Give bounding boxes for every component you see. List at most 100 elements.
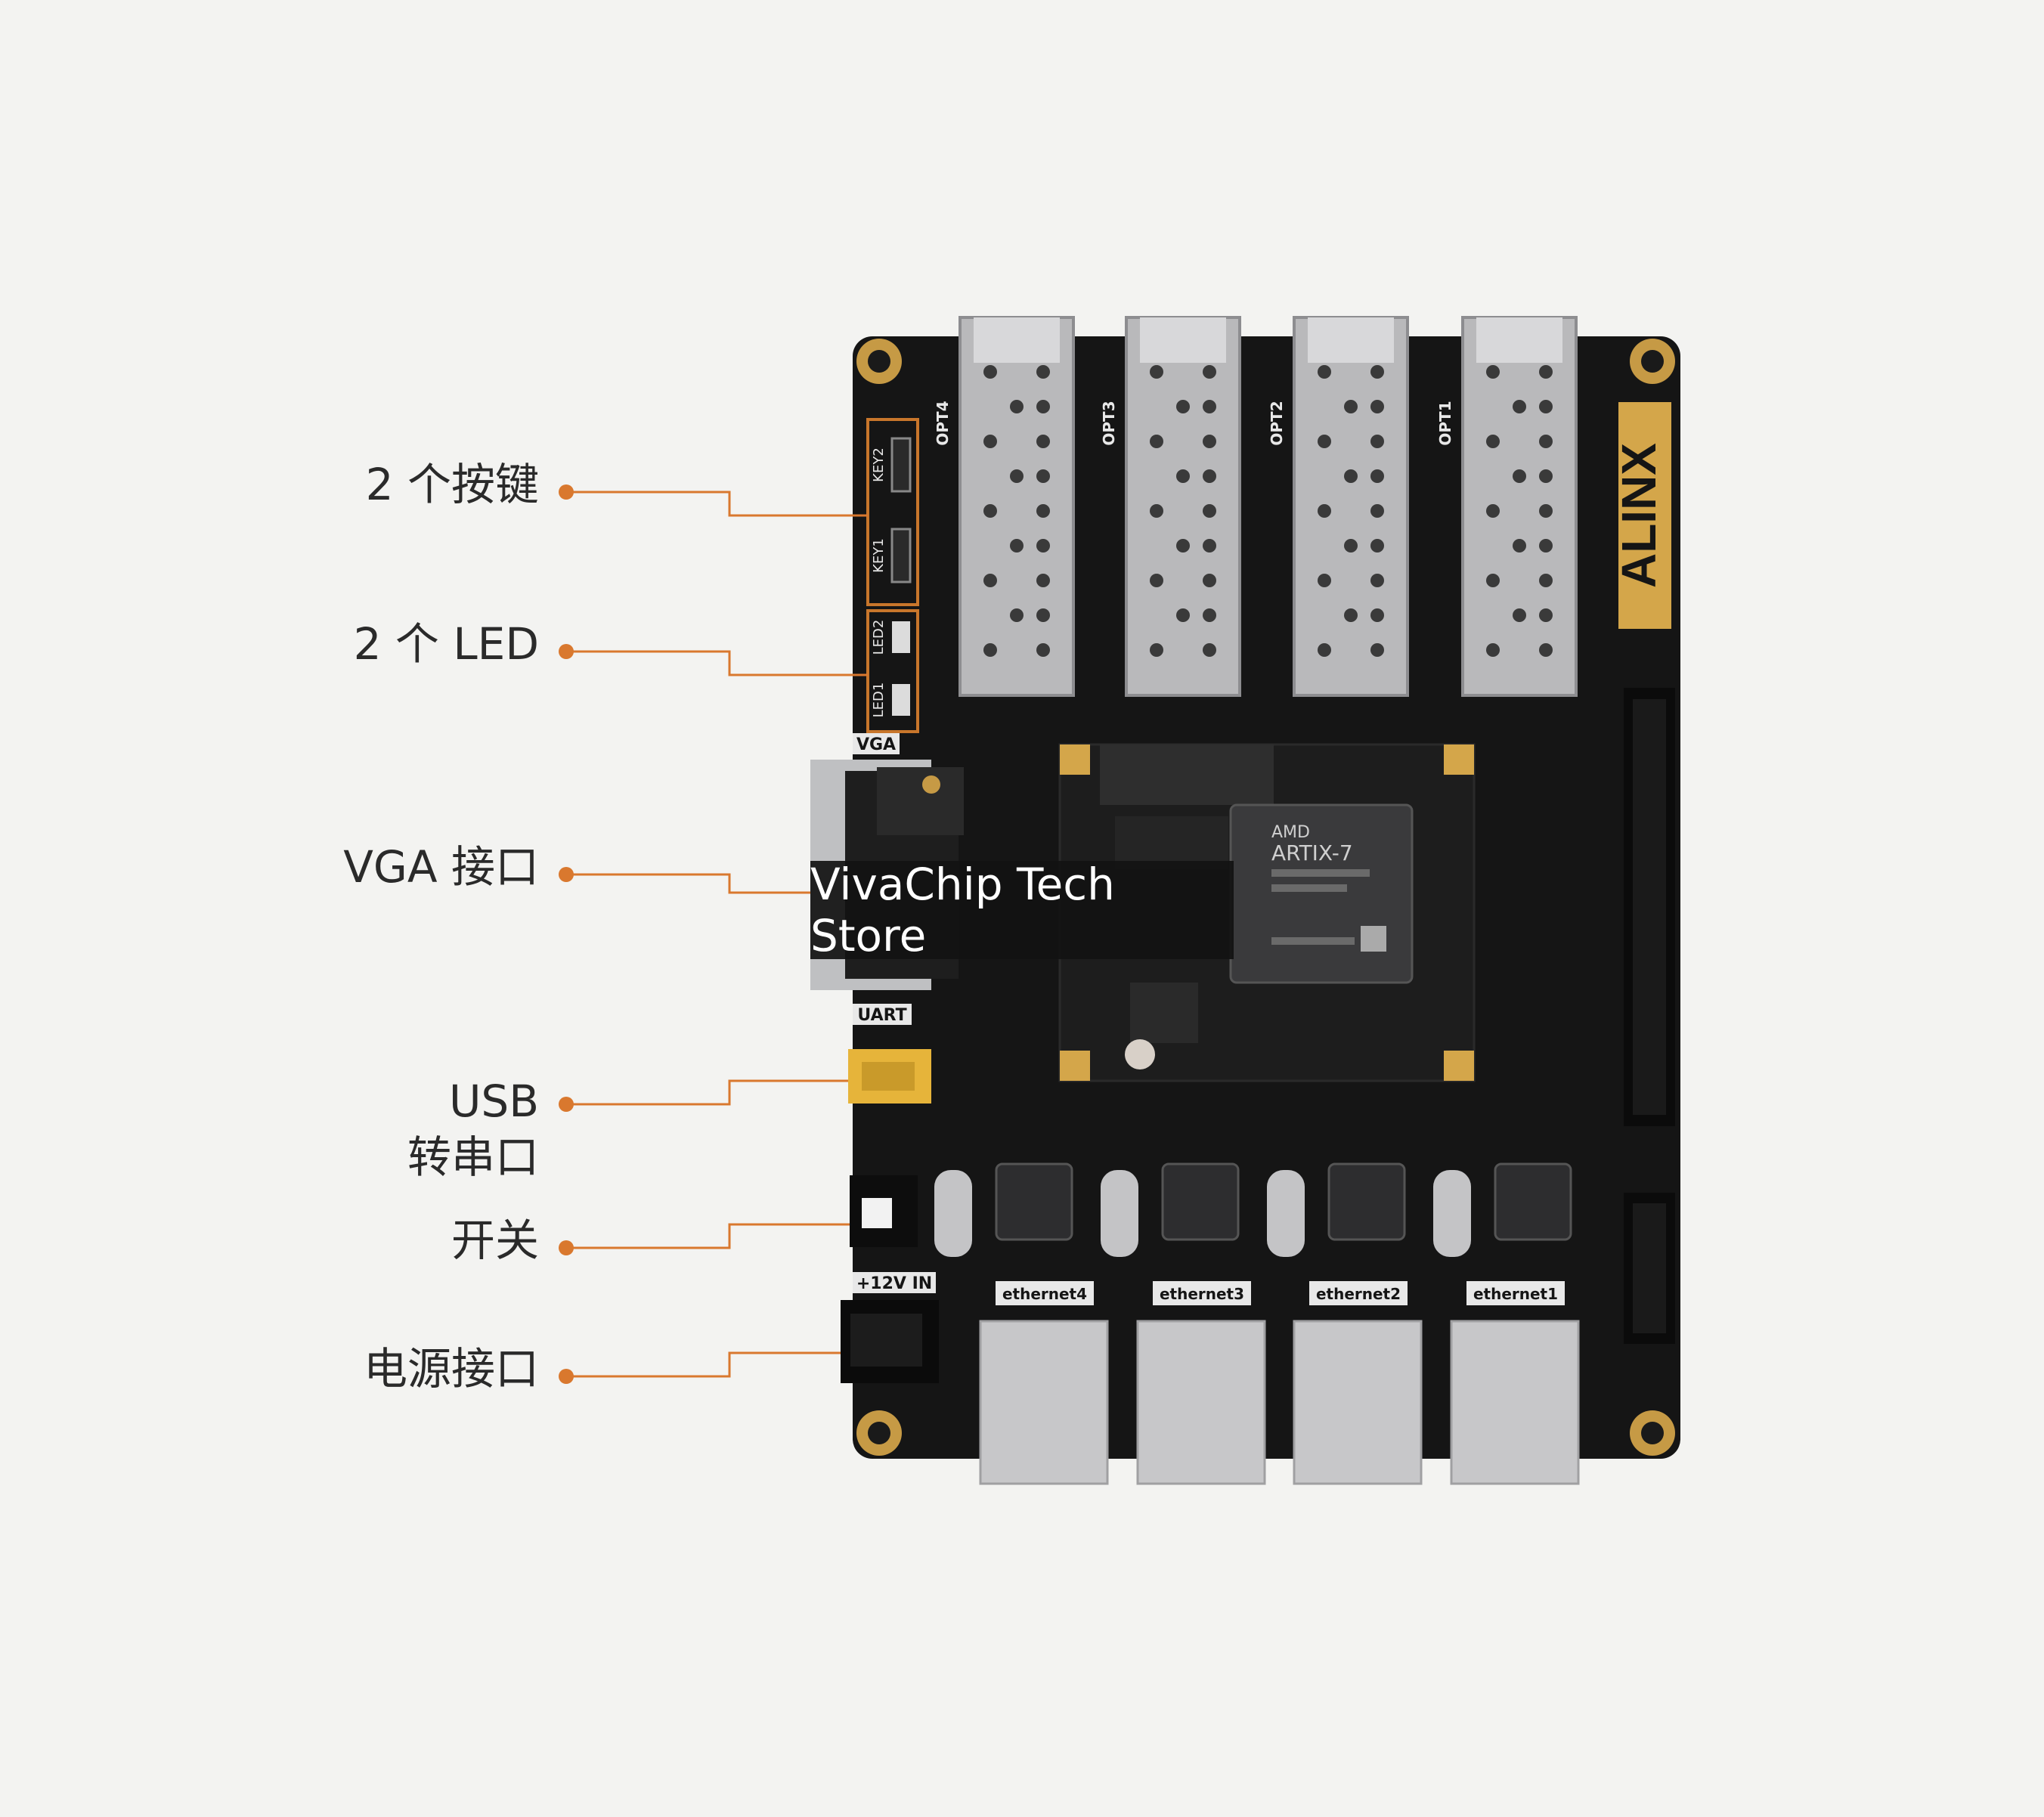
crystal <box>1433 1170 1471 1257</box>
sfp-label: OPT3 <box>1100 401 1118 445</box>
sfp-latch <box>1308 317 1394 363</box>
sfp-vent <box>1486 365 1500 379</box>
sfp-vent <box>1344 400 1358 413</box>
key-label: KEY2 <box>871 447 887 482</box>
key-1 <box>890 528 912 583</box>
sfp-vent <box>1539 608 1553 622</box>
sfp-vent <box>1203 400 1216 413</box>
sfp-vent <box>983 504 997 518</box>
sfp-vent <box>1370 400 1384 413</box>
mounting-hole <box>868 1422 890 1444</box>
vga-silkscreen: VGA <box>856 735 896 754</box>
sfp-latch <box>974 317 1060 363</box>
sfp-vent <box>1318 643 1331 657</box>
sfp-vent <box>1036 400 1050 413</box>
sfp-vent <box>1513 608 1526 622</box>
sfp-vent <box>1539 539 1553 553</box>
brand-logo-text: ALINX <box>1612 443 1666 588</box>
power-jack <box>841 1300 939 1383</box>
callout-dot <box>559 867 574 882</box>
sfp-vent <box>1344 469 1358 483</box>
sfp-vent <box>1318 504 1331 518</box>
pin-header-12 <box>1624 1193 1675 1344</box>
chip-model: ARTIX-7 <box>1271 840 1353 865</box>
sfp-vent <box>1036 469 1050 483</box>
sfp-vent <box>1203 574 1216 587</box>
sfp-vent <box>1150 574 1163 587</box>
callout-connector <box>566 1079 848 1106</box>
sfp-vent <box>1176 608 1190 622</box>
crystal <box>1101 1170 1138 1257</box>
sfp-vent <box>1150 435 1163 448</box>
sfp-vent <box>1203 435 1216 448</box>
usb-connector <box>848 1049 931 1104</box>
sfp-vent <box>1513 469 1526 483</box>
sfp-vent <box>1203 539 1216 553</box>
callout-line-text: VGA 接口 <box>343 841 539 893</box>
callout-line-text: 电源接口 <box>363 1343 539 1394</box>
callout-connector <box>566 1351 841 1378</box>
sfp-vent <box>1036 365 1050 379</box>
callout-dot <box>559 1369 574 1384</box>
sfp-vent <box>983 365 997 379</box>
sfp-cage <box>1461 316 1578 697</box>
sfp-cage <box>1293 316 1409 697</box>
sfp-vent <box>1036 643 1050 657</box>
sfp-vent <box>1010 608 1024 622</box>
mounting-holes <box>856 339 1675 1456</box>
key-2 <box>890 437 912 493</box>
sfp-vent <box>1539 400 1553 413</box>
sfp-vent <box>1370 643 1384 657</box>
sfp-vent <box>1370 539 1384 553</box>
callout-leds: 2 个 LED <box>354 616 539 672</box>
ethernet-jack <box>979 1320 1109 1485</box>
sfp-vent <box>983 643 997 657</box>
crystal <box>934 1170 972 1257</box>
callout-line-text: 转串口 <box>407 1131 539 1183</box>
sfp-vent <box>1150 643 1163 657</box>
callout-vga: VGA 接口 <box>343 839 539 895</box>
callout-connector <box>566 1223 850 1249</box>
sfp-vent <box>1203 365 1216 379</box>
ethernet-label: ethernet2 <box>1316 1285 1401 1303</box>
sfp-label: OPT4 <box>934 401 952 445</box>
mounting-hole <box>868 350 890 373</box>
uart-silkscreen: UART <box>857 1006 906 1025</box>
sfp-vent <box>1318 435 1331 448</box>
sfp-vent <box>1036 608 1050 622</box>
key-label: KEY1 <box>871 538 887 573</box>
fpga-chip <box>1229 803 1414 984</box>
sfp-vent <box>983 574 997 587</box>
sfp-latch <box>1140 317 1226 363</box>
callout-line-text: 开关 <box>451 1215 539 1266</box>
callout-dot <box>559 1097 574 1112</box>
sfp-vent <box>1010 469 1024 483</box>
sfp-vent <box>1203 504 1216 518</box>
sfp-vent <box>1539 365 1553 379</box>
phy-chip <box>1494 1162 1572 1241</box>
ethernet-label-bg <box>1466 1281 1565 1305</box>
callout-dot <box>559 644 574 659</box>
sfp-vent <box>1344 608 1358 622</box>
sfp-vent <box>1318 365 1331 379</box>
sfp-vent <box>1370 608 1384 622</box>
sfp-label: OPT2 <box>1268 401 1286 445</box>
sfp-vent <box>1539 504 1553 518</box>
sfp-vent <box>1486 643 1500 657</box>
ethernet-label-bg <box>1309 1281 1408 1305</box>
sfp-vent <box>1150 504 1163 518</box>
sfp-cages: OPT4 OPT3 OPT2 OPT1 <box>934 316 1578 697</box>
sfp-vent <box>1513 539 1526 553</box>
sfp-vent <box>983 435 997 448</box>
ethernet-label-bg <box>1153 1281 1251 1305</box>
callout-lines <box>559 484 868 1384</box>
sfp-cage <box>1125 316 1241 697</box>
callout-dot <box>559 484 574 500</box>
sfp-vent <box>1010 539 1024 553</box>
callout-line-text: USB <box>448 1076 539 1127</box>
phy-chip <box>1327 1162 1406 1241</box>
sfp-vent <box>1370 504 1384 518</box>
sfp-label: OPT1 <box>1436 401 1454 445</box>
